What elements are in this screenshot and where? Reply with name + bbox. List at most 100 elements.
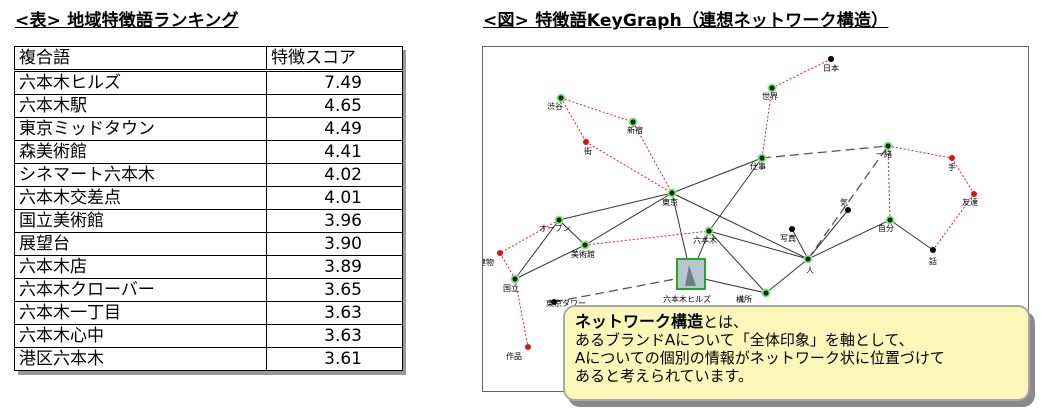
node-label-jibun: 自分 xyxy=(878,223,894,233)
edge-ki-hito xyxy=(807,209,849,260)
edge-shinjuku-tokyo xyxy=(632,121,673,194)
compound-word-cell: 六本木店 xyxy=(14,255,267,279)
node-open xyxy=(556,217,562,223)
node-label-hanashi: 話 xyxy=(929,256,937,266)
feature-score-cell: 7.49 xyxy=(266,70,403,95)
edge-tokyo-open xyxy=(558,192,673,221)
node-label-tokyotower: 東京タワー xyxy=(546,298,586,308)
feature-score-cell: 4.65 xyxy=(266,94,403,118)
compound-word-cell: 六本木心中 xyxy=(14,324,267,348)
feature-score-cell: 3.90 xyxy=(266,232,403,256)
node-label-tokyo: 東京 xyxy=(662,197,678,207)
edge-machi-tokyo xyxy=(585,141,673,194)
callout-line1-suffix: とは、 xyxy=(703,313,749,331)
feature-score-cell: 3.89 xyxy=(266,255,403,279)
node-jibun xyxy=(887,217,893,223)
node-label-sekai: 世界 xyxy=(762,91,778,101)
edge-bijutsukan-tokyo xyxy=(584,192,673,246)
node-tomodachi xyxy=(971,191,977,197)
node-shashin xyxy=(789,226,795,232)
feature-score-cell: 3.96 xyxy=(266,209,403,233)
compound-word-cell: 六本木クローバー xyxy=(14,278,267,302)
feature-score-cell: 3.61 xyxy=(266,347,403,371)
node-kokuritsu xyxy=(512,276,518,282)
node-te xyxy=(949,155,955,161)
edge-bijutsukan-kokuritsu xyxy=(514,244,586,280)
graph-heading: <図> 特徴語KeyGraph（連想ネットワーク構造） xyxy=(483,11,889,31)
node-sekai xyxy=(769,85,775,91)
node-hanashi xyxy=(930,247,936,253)
callout-line3: Aについての個別の情報がネットワーク状に位置づけて xyxy=(575,349,945,367)
node-shibuya xyxy=(558,95,564,101)
node-bijutsukan xyxy=(582,242,588,248)
node-nihon xyxy=(828,56,834,62)
node-baisho xyxy=(763,290,769,296)
feature-score-cell: 3.63 xyxy=(266,301,403,325)
compound-word-cell: 展望台 xyxy=(14,232,267,256)
edge-te-tomodachi xyxy=(951,157,975,195)
header-feature-score: 特徴スコア xyxy=(266,46,403,72)
edge-roppongi-baisho xyxy=(708,230,767,294)
node-label-open: オープン xyxy=(539,224,571,233)
callout-line2: あるブランドAについて「全体印象」を軸として、 xyxy=(575,331,914,349)
node-label-tomodachi: 友達 xyxy=(962,197,978,207)
node-label-baisho: 構所 xyxy=(736,294,752,304)
node-label-tatemono: 建物 xyxy=(483,257,494,267)
node-label-te: 手 xyxy=(948,162,956,172)
node-label-shigoto: 仕事 xyxy=(750,161,766,171)
edge-nihon-sekai xyxy=(771,58,832,89)
edge-tokyo-shigoto xyxy=(671,157,763,194)
node-label-machi: 街 xyxy=(584,146,592,156)
edge-hito-issho xyxy=(807,145,889,260)
tower-shape-icon xyxy=(685,265,696,286)
edge-hanashi-jibun xyxy=(889,219,934,251)
callout-title: ネットワーク構造 xyxy=(575,312,704,331)
callout-line4: あると考えられています。 xyxy=(575,367,754,385)
edge-issho-jibun xyxy=(887,145,891,221)
node-label-hills: 六本木ヒルズ xyxy=(663,294,711,304)
edge-shibuya-machi xyxy=(560,97,587,143)
node-tokyotower xyxy=(551,299,557,305)
node-label-shibuya: 渋谷 xyxy=(547,101,563,111)
header-compound-word: 複合語 xyxy=(14,46,267,72)
compound-word-cell: 森美術館 xyxy=(14,140,267,164)
feature-score-cell: 3.65 xyxy=(266,278,403,302)
feature-score-cell: 3.63 xyxy=(266,324,403,348)
node-issho xyxy=(885,143,891,149)
feature-score-cell: 4.41 xyxy=(266,140,403,164)
node-label-hito: 人 xyxy=(806,266,814,275)
edge-tokyo-hito xyxy=(671,192,809,260)
edge-shigoto-roppongi xyxy=(708,157,763,232)
compound-word-cell: 六本木ヒルズ xyxy=(14,70,267,95)
edge-tatemono-kokuritsu xyxy=(499,252,516,280)
node-label-shashin: 写真 xyxy=(780,233,796,243)
edge-shashin-hito xyxy=(791,228,809,260)
node-tokyo xyxy=(669,190,675,196)
edge-shigoto-issho xyxy=(761,145,889,159)
node-shinjuku xyxy=(630,119,636,125)
node-label-shinjuku: 新宿 xyxy=(627,125,643,135)
node-label-nihon: 日本 xyxy=(823,63,839,73)
edge-kokuritsu-sakuhin xyxy=(514,278,529,348)
edge-jibun-hito xyxy=(807,219,891,260)
node-roppongi xyxy=(706,228,712,234)
feature-score-cell: 4.02 xyxy=(266,163,403,187)
node-label-sakuhin: 作品 xyxy=(506,351,522,361)
compound-word-cell: シネマート六本木 xyxy=(14,163,267,187)
edge-tokyotower-hills xyxy=(553,275,692,303)
feature-score-cell: 4.01 xyxy=(266,186,403,210)
